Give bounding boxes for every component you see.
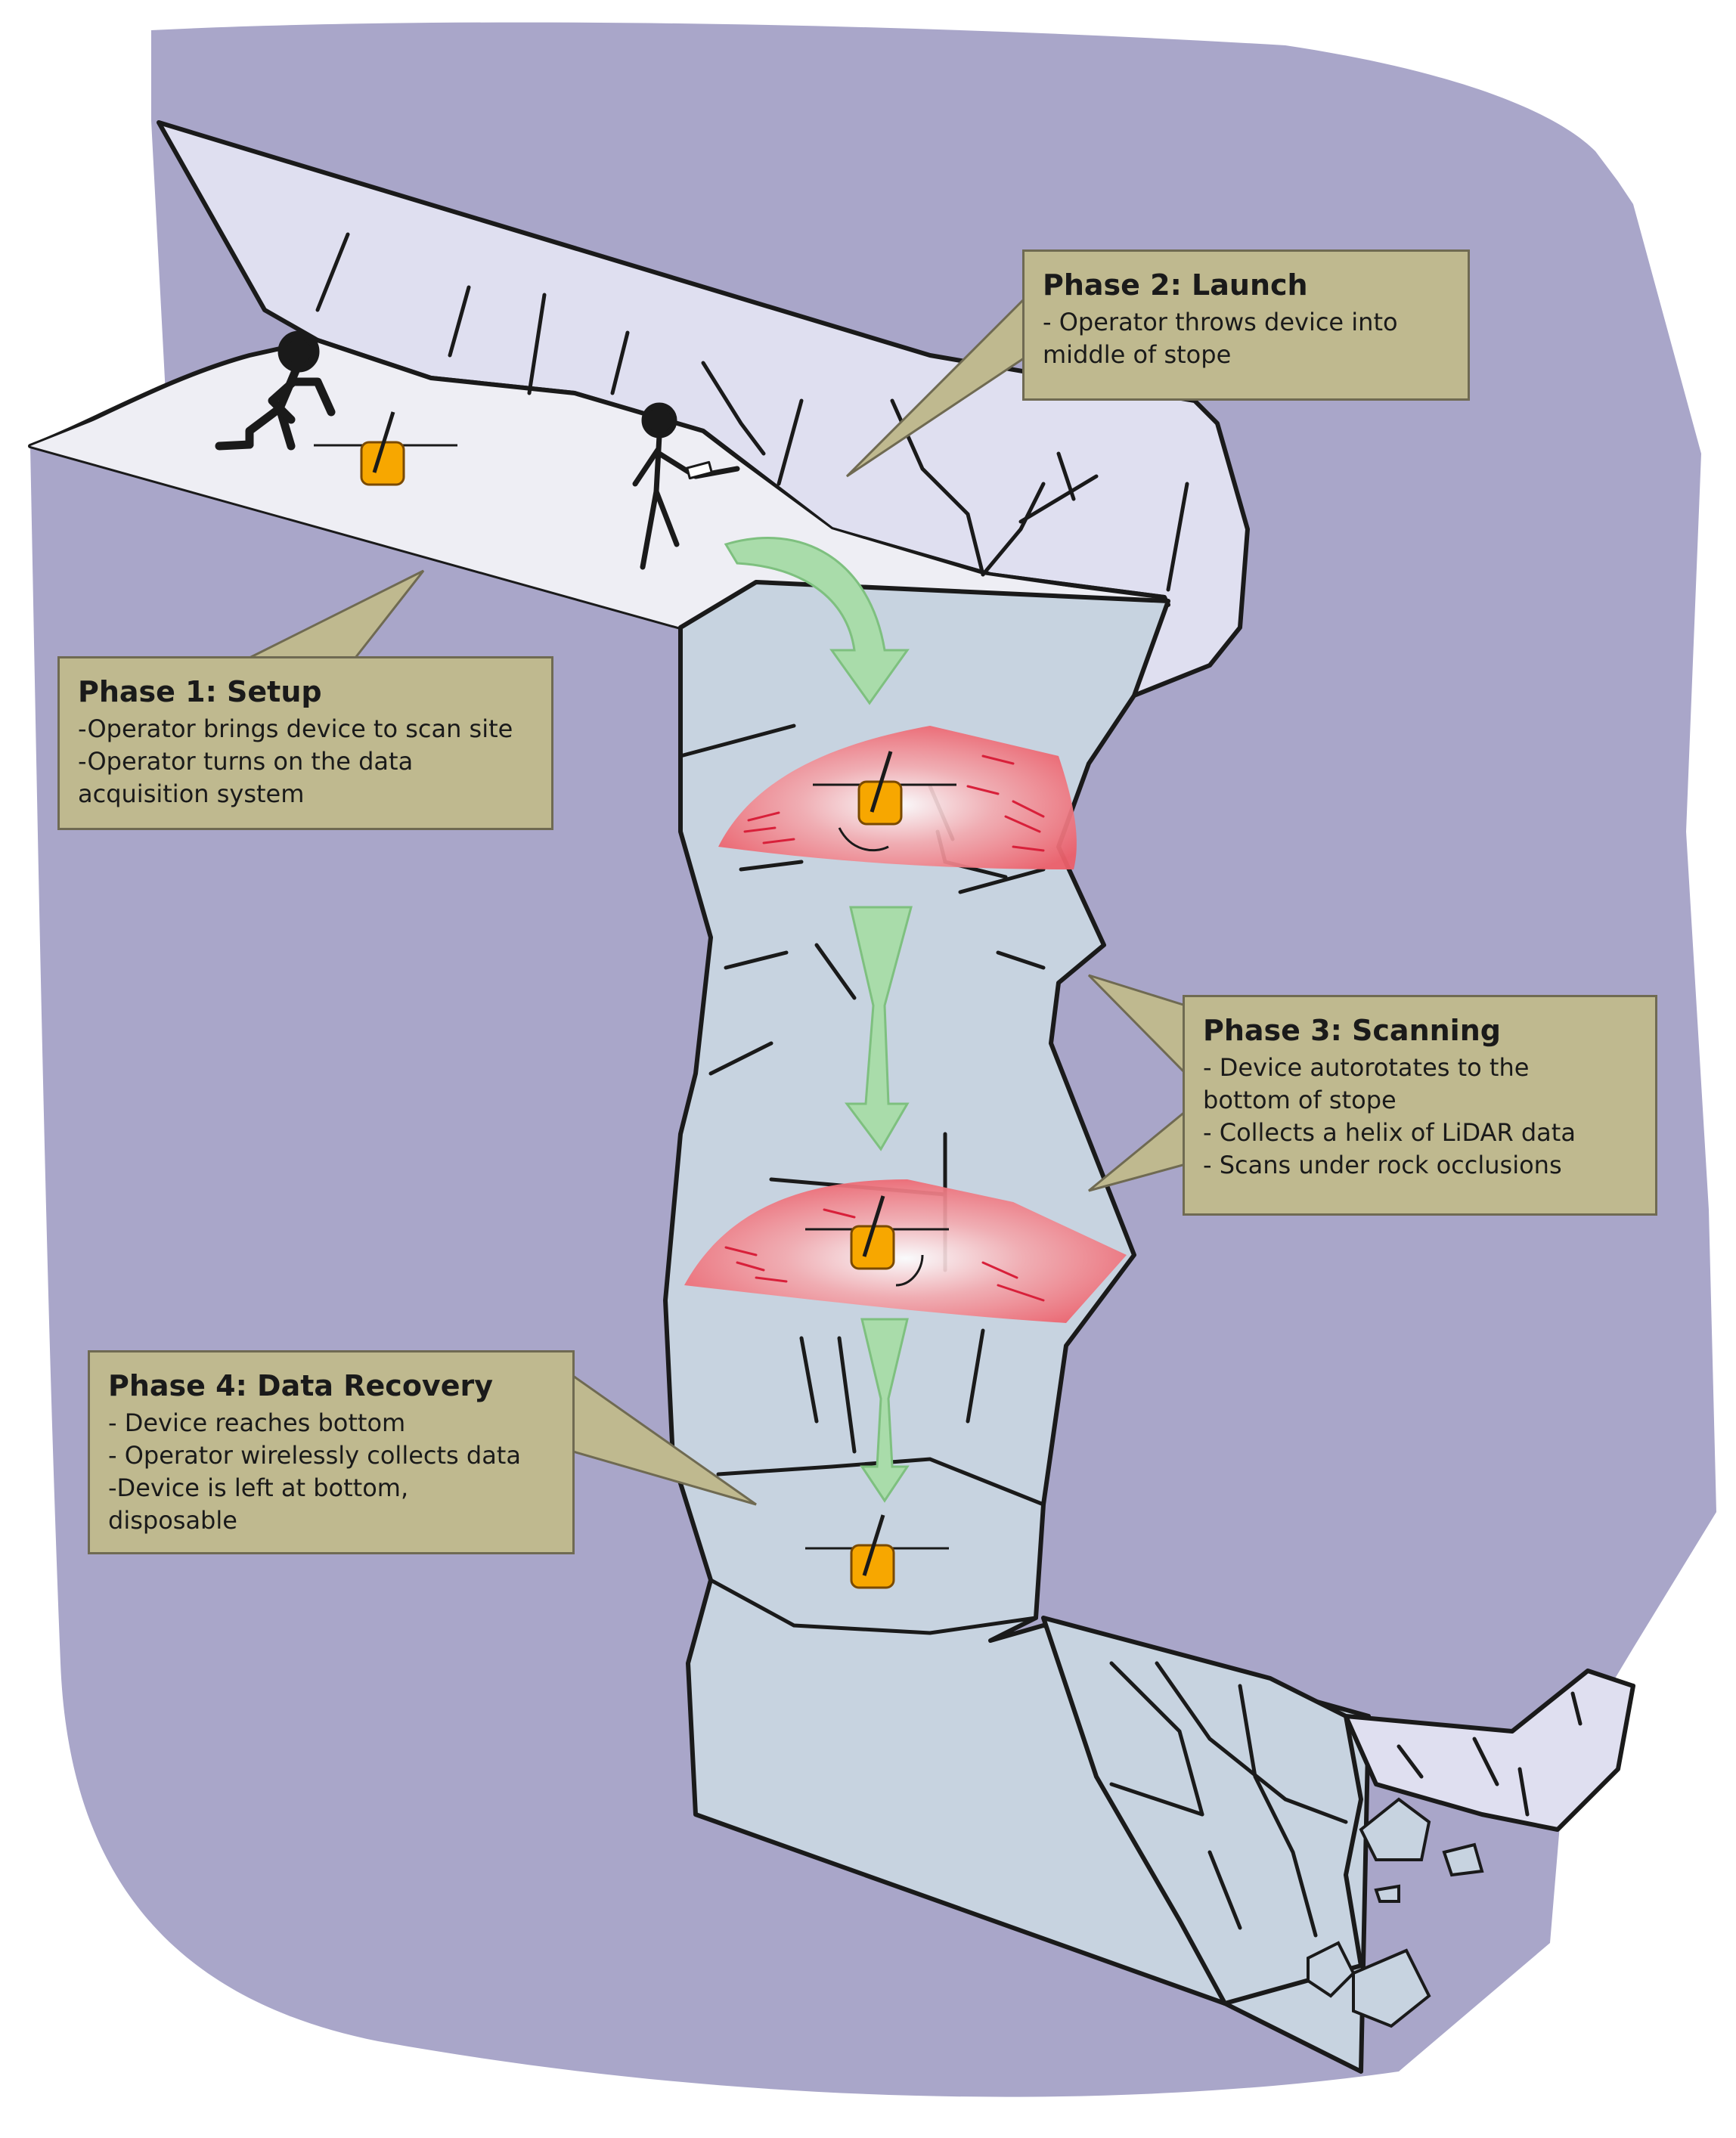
phase3-line: - Collects a helix of LiDAR data — [1203, 1118, 1576, 1147]
phase4-title: Phase 4: Data Recovery — [108, 1369, 493, 1402]
phase1-title: Phase 1: Setup — [78, 675, 322, 708]
phase1-line: acquisition system — [78, 779, 305, 808]
phase1-line: -Operator turns on the data — [78, 747, 414, 776]
phase4-line: - Operator wirelessly collects data — [108, 1441, 521, 1470]
phase3-callout: Phase 3: Scanning - Device autorotates t… — [1183, 995, 1657, 1216]
stick-figure-operator — [215, 330, 336, 451]
phase4-line: -Device is left at bottom, — [108, 1473, 409, 1502]
drift-floor-fill — [30, 344, 1164, 627]
phase2-line: - Operator throws device into — [1043, 308, 1398, 336]
phase3-title: Phase 3: Scanning — [1203, 1014, 1501, 1047]
launch-arrow — [724, 537, 910, 705]
rubble — [1307, 1797, 1484, 2028]
scan-band-lower — [684, 1179, 1127, 1323]
phase4-line: disposable — [108, 1506, 237, 1535]
descent-arrow-2 — [860, 1318, 910, 1503]
phase1-callout: Phase 1: Setup -Operator brings device t… — [57, 656, 553, 830]
phase3-line: - Device autorotates to the — [1203, 1053, 1530, 1082]
phase4-callout: Phase 4: Data Recovery - Device reaches … — [88, 1350, 575, 1554]
phase2-title: Phase 2: Launch — [1043, 268, 1308, 302]
right-ledge — [1344, 1669, 1635, 1832]
scan-rays — [724, 754, 1045, 1302]
descent-arrow-1 — [845, 906, 913, 1151]
phase3-line: bottom of stope — [1203, 1086, 1397, 1114]
phase3-line: - Scans under rock occlusions — [1203, 1151, 1562, 1179]
phase1-line: -Operator brings device to scan site — [78, 714, 513, 743]
phase2-callout: Phase 2: Launch - Operator throws device… — [1022, 249, 1470, 401]
device-icon — [805, 1514, 949, 1589]
phase4-line: - Device reaches bottom — [108, 1408, 406, 1437]
device-icon — [805, 1195, 949, 1287]
phase2-line: middle of stope — [1043, 340, 1232, 369]
device-icon — [314, 411, 457, 486]
stick-figure-operator — [632, 402, 740, 570]
device-icon — [813, 751, 956, 852]
